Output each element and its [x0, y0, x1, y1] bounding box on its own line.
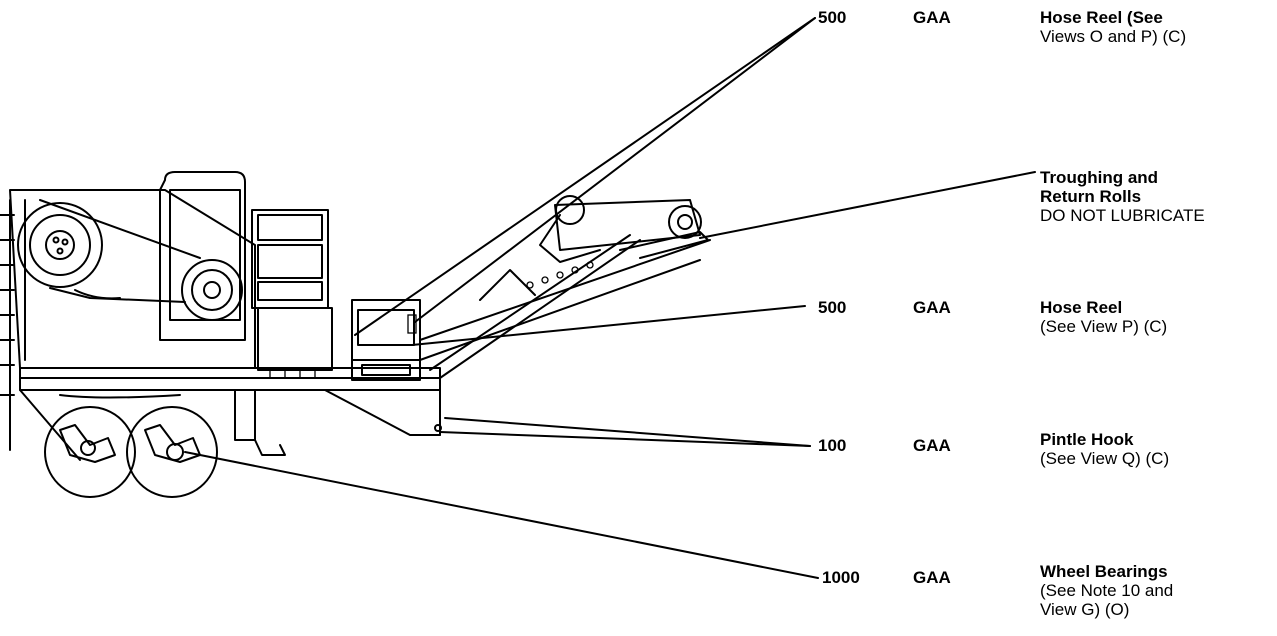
lubricant-label: GAA	[913, 298, 951, 317]
lubricant-label: GAA	[913, 568, 951, 587]
item-line: Hose Reel (See	[1040, 8, 1163, 27]
item-label-troughing-rolls: Troughing and Return Rolls DO NOT LUBRIC…	[1040, 168, 1205, 225]
item-line: (See View Q) (C)	[1040, 449, 1170, 468]
leader-hose-reel-1a	[354, 17, 816, 336]
lubricant-label: GAA	[913, 8, 951, 27]
item-label-hose-reel: Hose Reel (See Views O and P) (C)	[1040, 8, 1186, 46]
interval-label: 500	[818, 298, 847, 317]
item-line: Pintle Hook	[1040, 430, 1134, 449]
chassis	[0, 189, 442, 461]
belt-drive	[17, 199, 243, 321]
interval-label: 100	[818, 436, 847, 455]
item-line: Wheel Bearings	[1040, 562, 1168, 581]
leader-troughing-rolls	[699, 171, 1036, 239]
interval-label: 500	[818, 8, 847, 27]
item-line: Views O and P) (C)	[1040, 27, 1187, 46]
item-label-hose-reel: Hose Reel (See View P) (C)	[1040, 298, 1167, 336]
lubricant-label: GAA	[913, 436, 951, 455]
item-line: (See Note 10 and	[1040, 581, 1174, 600]
item-line: View G) (O)	[1040, 600, 1130, 619]
leader-pintle-hook-a	[444, 417, 811, 447]
conveyor-boom	[419, 195, 711, 379]
item-label-pintle-hook: Pintle Hook (See View Q) (C)	[1040, 430, 1169, 468]
leader-pintle-hook-b	[439, 431, 811, 447]
item-line: Return Rolls	[1040, 187, 1142, 206]
do-not-lubricate-note: DO NOT LUBRICATE	[1040, 206, 1205, 225]
leader-wheel-bearings	[184, 451, 819, 579]
control-cabinet	[251, 209, 333, 378]
item-line: Troughing and	[1040, 168, 1159, 187]
leader-lines	[184, 17, 1036, 579]
item-line: (See View P) (C)	[1040, 317, 1168, 336]
interval-label: 1000	[822, 568, 860, 587]
leader-hose-reel-1b	[414, 17, 816, 323]
jack-stand	[234, 389, 286, 456]
item-line: Hose Reel	[1040, 298, 1123, 317]
leader-hose-reel-2	[411, 305, 806, 346]
tank	[159, 171, 246, 341]
item-label-wheel-bearings: Wheel Bearings (See Note 10 and View G) …	[1040, 562, 1173, 619]
wheels	[44, 394, 218, 498]
